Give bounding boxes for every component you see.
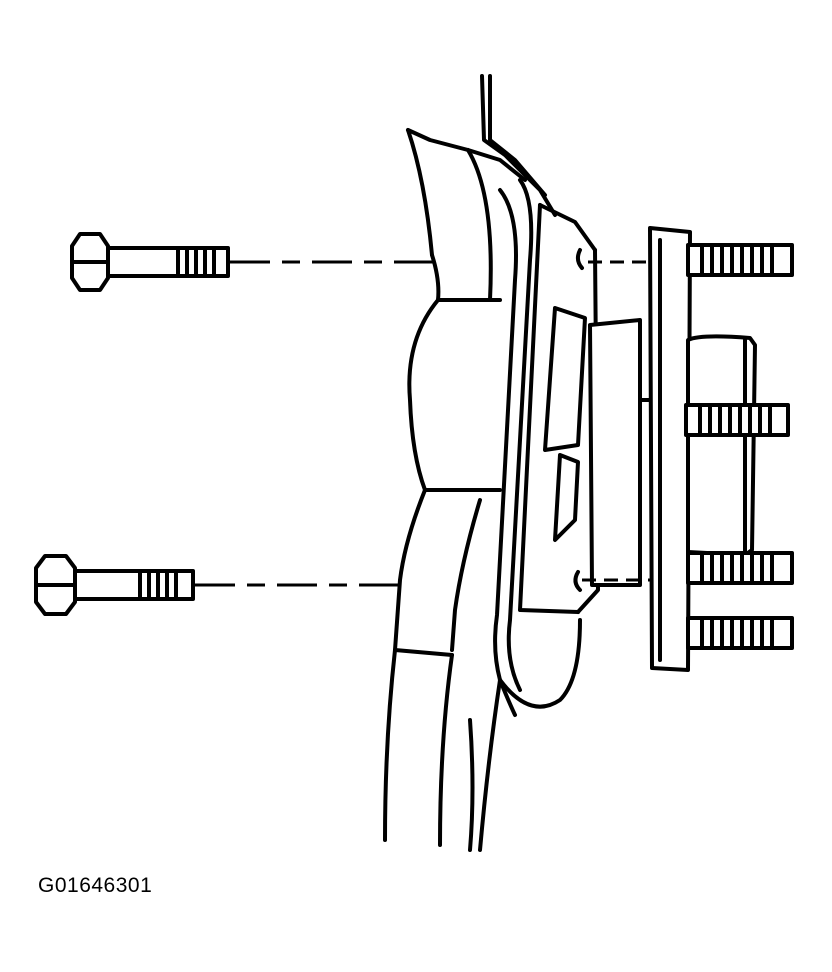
- steering-knuckle: [383, 74, 600, 852]
- wheel-stud-top: [686, 243, 794, 277]
- hub-bearing-assembly: [588, 226, 757, 672]
- figure-code-caption: G01646301: [38, 874, 153, 897]
- wheel-stud-middle: [684, 403, 790, 437]
- wheel-stud-lower: [686, 551, 794, 585]
- upper-bolt: [70, 232, 230, 292]
- wheel-studs: [684, 243, 794, 650]
- wheel-stud-bottom: [686, 616, 794, 650]
- lower-bolt: [34, 554, 195, 616]
